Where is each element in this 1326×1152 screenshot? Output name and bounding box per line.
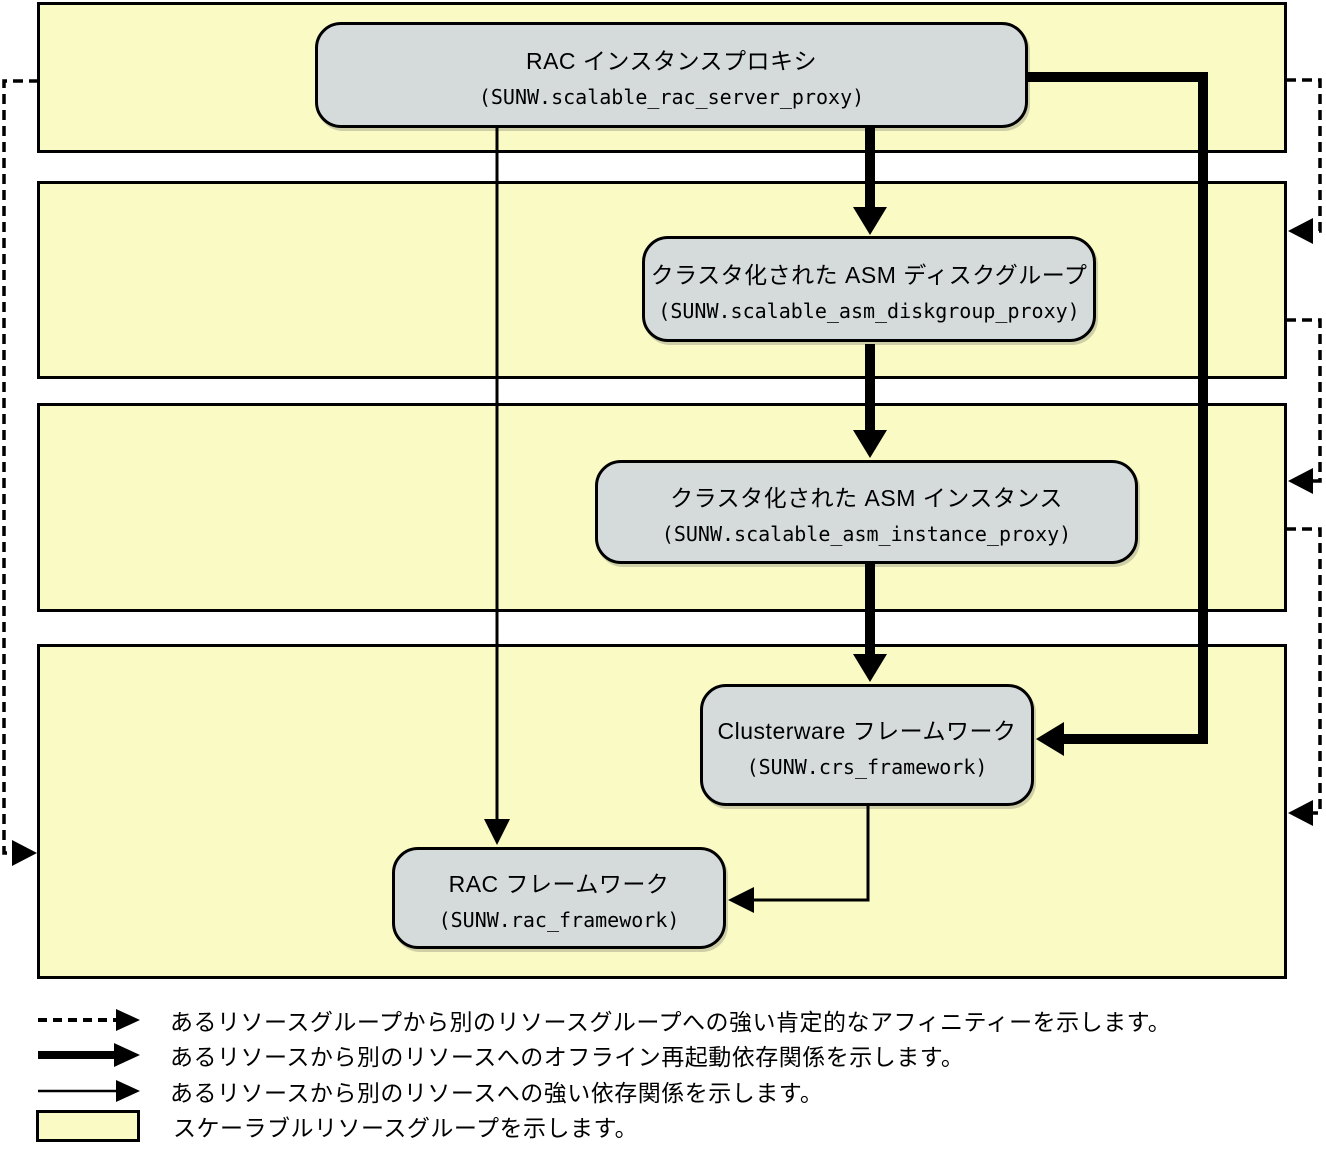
arrowhead-left-icon <box>1288 800 1313 826</box>
arrowhead-right-icon <box>12 840 37 866</box>
node-resource-type: (SUNW.scalable_asm_diskgroup_proxy) <box>658 298 1080 323</box>
legend-item-offline-restart: あるリソースから別のリソースへのオフライン再起動依存関係を示します。 <box>36 1038 964 1072</box>
node-resource-type: (SUNW.rac_framework) <box>438 907 680 932</box>
node-rac-framework: RAC フレームワーク (SUNW.rac_framework) <box>392 847 726 949</box>
legend-item-scalable-resource-group: スケーラブルリソースグループを示します。 <box>36 1108 638 1144</box>
node-title: クラスタ化された ASM インスタンス <box>670 484 1063 511</box>
legend-label: あるリソースグループから別のリソースグループへの強い肯定的なアフィニティーを示し… <box>170 1009 1172 1035</box>
affinity-arrow-group3-to-group4 <box>1286 527 1322 815</box>
node-resource-type: (SUNW.crs_framework) <box>746 754 988 779</box>
affinity-arrow-group1-to-group4 <box>2 79 39 855</box>
node-title: Clusterware フレームワーク <box>717 717 1017 744</box>
node-title: クラスタ化された ASM ディスクグループ <box>650 261 1088 288</box>
node-title: RAC インスタンスプロキシ <box>525 47 818 74</box>
node-clusterware-framework: Clusterware フレームワーク (SUNW.crs_framework) <box>700 684 1034 806</box>
node-clustered-asm-instance: クラスタ化された ASM インスタンス (SUNW.scalable_asm_i… <box>595 460 1138 564</box>
dashed-arrow-icon <box>38 1009 140 1031</box>
arrowhead-left-icon <box>1288 468 1313 494</box>
thin-arrow-icon <box>38 1080 140 1102</box>
legend-item-affinity: あるリソースグループから別のリソースグループへの強い肯定的なアフィニティーを示し… <box>36 1003 1171 1037</box>
legend-label: あるリソースから別のリソースへの強い依存関係を示します。 <box>170 1080 824 1106</box>
resource-group-swatch-icon <box>36 1110 140 1142</box>
legend-label: あるリソースから別のリソースへのオフライン再起動依存関係を示します。 <box>170 1044 965 1070</box>
node-resource-type: (SUNW.scalable_rac_server_proxy) <box>478 84 865 109</box>
legend-label: スケーラブルリソースグループを示します。 <box>173 1115 639 1141</box>
node-title: RAC フレームワーク <box>448 870 670 897</box>
thick-arrow-icon <box>38 1043 140 1067</box>
node-rac-instance-proxy: RAC インスタンスプロキシ (SUNW.scalable_rac_server… <box>315 22 1028 128</box>
node-resource-type: (SUNW.scalable_asm_instance_proxy) <box>661 521 1072 546</box>
arrowhead-left-icon <box>1288 218 1313 244</box>
legend-item-strong-dependency: あるリソースから別のリソースへの強い依存関係を示します。 <box>36 1074 823 1108</box>
affinity-arrow-group1-to-group2 <box>1286 78 1322 233</box>
node-clustered-asm-diskgroup: クラスタ化された ASM ディスクグループ (SUNW.scalable_asm… <box>642 236 1096 342</box>
affinity-arrow-group2-to-group3 <box>1286 318 1322 483</box>
